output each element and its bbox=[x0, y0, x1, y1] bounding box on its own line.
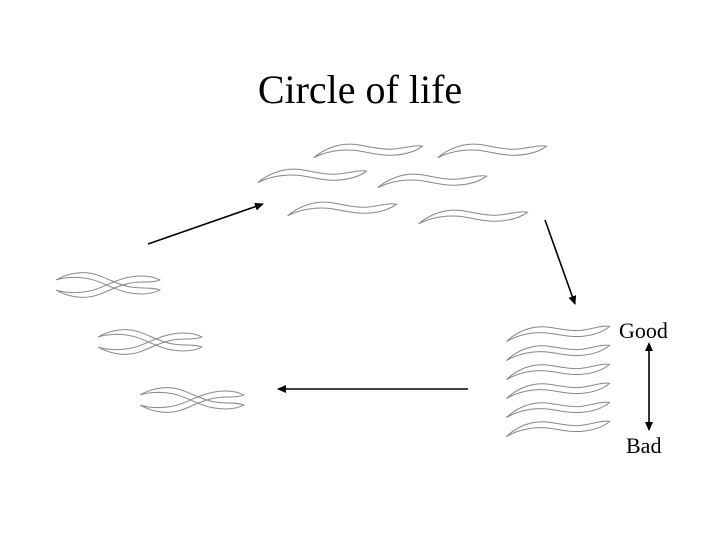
arrow-top-to-right bbox=[544, 219, 577, 305]
wave-mark bbox=[97, 324, 204, 356]
wave-mark bbox=[505, 378, 611, 400]
wave-mark bbox=[505, 416, 611, 438]
wave-group-left bbox=[55, 267, 246, 418]
wave-mark bbox=[256, 166, 368, 184]
wave-mark bbox=[97, 328, 204, 360]
slide-title: Circle of life bbox=[257, 67, 463, 112]
wave-mark bbox=[139, 386, 246, 418]
wave-mark bbox=[505, 359, 611, 381]
wave-mark bbox=[505, 397, 611, 419]
wave-mark bbox=[505, 321, 611, 343]
wave-mark bbox=[55, 267, 162, 299]
wave-mark bbox=[436, 141, 548, 159]
wave-mark bbox=[55, 271, 162, 303]
scale-label-good: Good bbox=[619, 318, 668, 343]
wave-mark bbox=[312, 141, 424, 159]
wave-mark bbox=[417, 207, 529, 225]
wave-group-right bbox=[505, 321, 611, 438]
wave-group-top bbox=[256, 141, 548, 225]
wave-mark bbox=[376, 171, 488, 189]
arrow-left-to-top bbox=[147, 202, 264, 245]
wave-mark bbox=[286, 199, 398, 217]
scale-label-bad: Bad bbox=[626, 433, 662, 458]
wave-mark bbox=[139, 382, 246, 414]
wave-mark bbox=[505, 340, 611, 362]
